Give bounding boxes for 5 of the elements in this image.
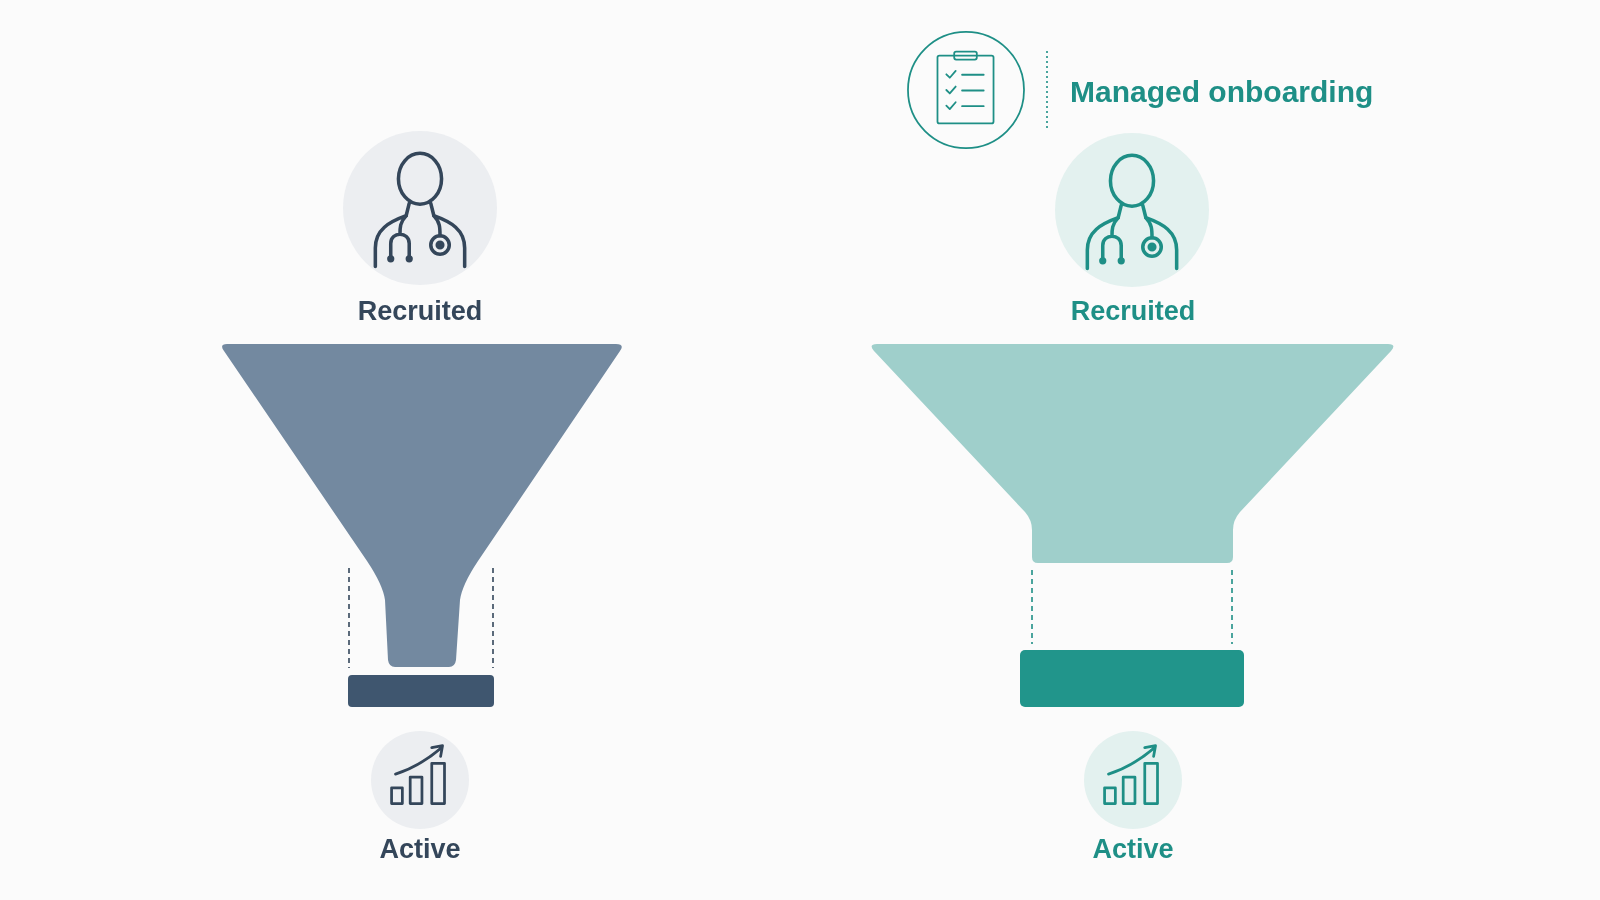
stage-label: Recruited — [1070, 297, 1196, 327]
stage-label: Active — [1092, 835, 1174, 865]
stage-label: Active — [379, 835, 461, 865]
section-heading: Managed onboarding — [1070, 74, 1374, 108]
stage-label: Recruited — [357, 297, 483, 327]
